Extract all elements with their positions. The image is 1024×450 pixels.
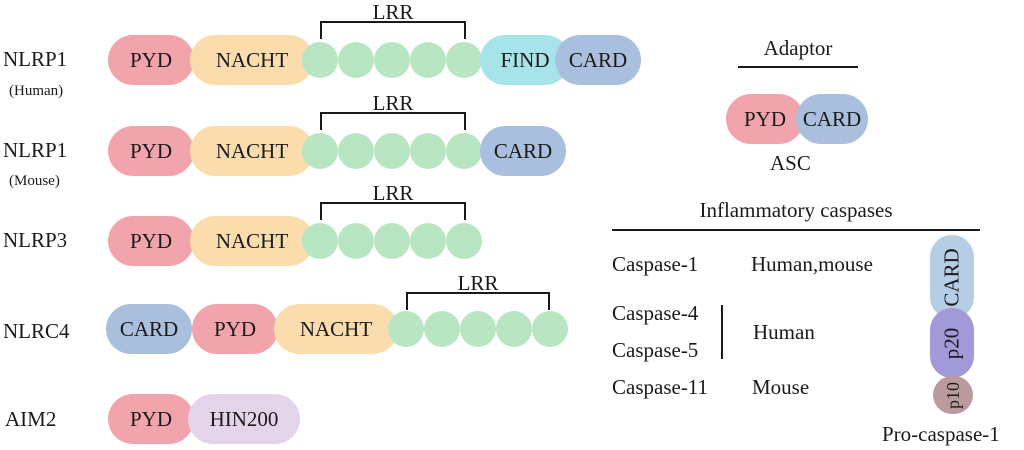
row-name-aim2: AIM2: [5, 407, 57, 431]
nacht-domain: NACHT: [190, 216, 314, 266]
row-name-nlrp1-human: NLRP1: [3, 47, 68, 71]
lrr-repeat: [496, 311, 532, 347]
caspase-name: Caspase-4: [612, 301, 699, 325]
lrr-repeat: [410, 42, 446, 78]
nacht-domain: NACHT: [190, 35, 314, 85]
nacht-domain: NACHT: [274, 304, 398, 354]
lrr-repeat: [302, 42, 338, 78]
pyd-domain: PYD: [108, 126, 194, 176]
lrr-repeat: [410, 223, 446, 259]
lrr-repeat: [446, 223, 482, 259]
row-name-nlrp1-mouse: NLRP1: [3, 138, 68, 162]
caspases-heading: Inflammatory caspases: [699, 198, 893, 222]
lrr-repeat: [374, 223, 410, 259]
lrr-repeat: [302, 223, 338, 259]
card-domain: CARD: [106, 304, 192, 354]
caspase-name: Caspase-1: [612, 252, 699, 276]
caspase-name: Caspase-11: [612, 375, 709, 399]
lrr-bracket: [320, 202, 466, 220]
lrr-label: LRR: [457, 271, 499, 295]
lrr-repeat: [338, 223, 374, 259]
lrr-label: LRR: [372, 91, 414, 115]
lrr-repeat: [424, 311, 460, 347]
lrr-label: LRR: [372, 0, 414, 24]
procaspase-p10-label: p10: [942, 381, 963, 409]
card-domain: CARD: [555, 35, 641, 85]
hin200-domain: HIN200: [188, 394, 300, 444]
lrr-repeat: [302, 133, 338, 169]
lrr-repeat: [388, 311, 424, 347]
asc-card-domain: CARD: [796, 94, 868, 144]
lrr-repeat: [374, 133, 410, 169]
asc-pyd-domain: PYD: [726, 94, 804, 144]
procaspase-p20-label: p20: [939, 327, 964, 359]
caspase-name: Caspase-5: [612, 338, 699, 362]
lrr-repeat: [460, 311, 496, 347]
card-domain: CARD: [480, 126, 566, 176]
pyd-domain: PYD: [108, 394, 194, 444]
lrr-bracket: [320, 21, 466, 39]
row-name-nlrc4: NLRC4: [3, 319, 70, 343]
procaspase-p10-domain: p10: [933, 376, 973, 414]
lrr-bracket: [320, 112, 466, 130]
caspases-underline: [612, 229, 980, 231]
caspase-host: Mouse: [752, 375, 810, 399]
lrr-repeat: [410, 133, 446, 169]
procaspase-card-domain: CARD: [930, 235, 974, 319]
lrr-repeat: [338, 42, 374, 78]
caspase-group-bracket: [721, 305, 723, 359]
lrr-label: LRR: [372, 181, 414, 205]
caspase-host: Human,mouse: [751, 252, 873, 276]
procaspase-p20-domain: p20: [930, 308, 974, 378]
lrr-repeat: [374, 42, 410, 78]
row-species-mouse: (Mouse): [9, 173, 60, 189]
row-name-nlrp3: NLRP3: [3, 228, 68, 252]
lrr-repeat: [532, 311, 568, 347]
adaptor-name: ASC: [770, 151, 811, 175]
adaptor-heading: Adaptor: [763, 36, 833, 60]
nacht-domain: NACHT: [190, 126, 314, 176]
lrr-repeat: [446, 42, 482, 78]
adaptor-underline: [738, 66, 858, 68]
pyd-domain: PYD: [108, 35, 194, 85]
caspase-host: Human: [753, 320, 815, 344]
procaspase-card-label: CARD: [939, 247, 964, 307]
row-species-human: (Human): [9, 83, 64, 99]
procaspase-label: Pro-caspase-1: [882, 422, 1000, 446]
pyd-domain: PYD: [192, 304, 278, 354]
lrr-bracket: [406, 292, 550, 310]
lrr-repeat: [446, 133, 482, 169]
pyd-domain: PYD: [108, 216, 194, 266]
lrr-repeat: [338, 133, 374, 169]
